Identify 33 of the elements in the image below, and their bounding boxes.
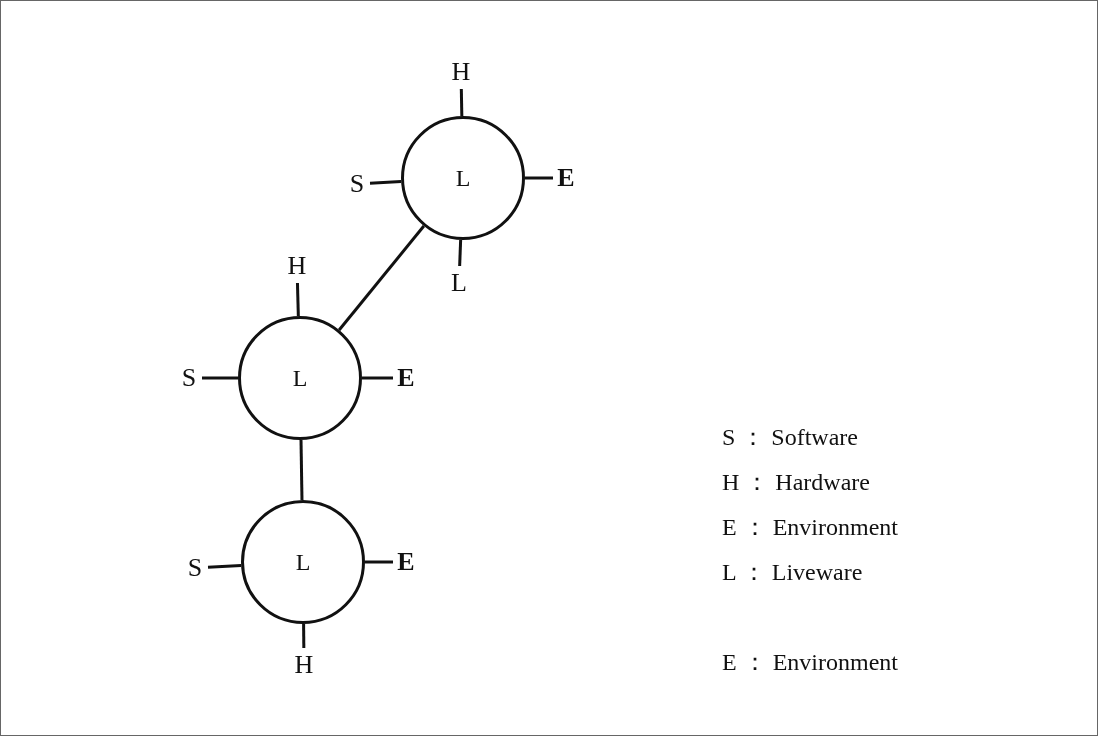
circle-label: L bbox=[295, 548, 311, 576]
interface-letter: S bbox=[344, 169, 370, 199]
interface-letter: L bbox=[446, 266, 472, 300]
tick-line bbox=[369, 180, 402, 185]
interface-letter: S bbox=[182, 553, 208, 583]
interface-letter: E bbox=[393, 363, 419, 393]
interface-letter: E bbox=[393, 547, 419, 577]
tick-line bbox=[295, 282, 300, 317]
tick-line bbox=[362, 376, 393, 380]
liveware-circle bbox=[401, 116, 525, 240]
interface-letter: E bbox=[553, 163, 579, 193]
legend-text: H ： Hardware bbox=[722, 470, 870, 494]
liveware-circle bbox=[241, 500, 365, 624]
legend-text: L ： Liveware bbox=[722, 560, 863, 584]
liveware-circle bbox=[238, 316, 362, 440]
tick-line bbox=[202, 376, 238, 380]
tick-line bbox=[458, 239, 463, 267]
legend-text: E ： Environment bbox=[722, 515, 898, 539]
interface-letter: H bbox=[291, 648, 317, 682]
tick-line bbox=[459, 88, 464, 117]
legend-text: S ： Software bbox=[722, 425, 858, 449]
tick-line bbox=[365, 560, 393, 564]
circle-label: L bbox=[292, 364, 308, 392]
legend-text: E ： Environment bbox=[722, 650, 898, 674]
interface-letter: S bbox=[176, 363, 202, 393]
interface-letter: H bbox=[448, 55, 474, 89]
tick-line bbox=[525, 176, 553, 180]
tick-line bbox=[207, 563, 242, 569]
tick-line bbox=[302, 624, 306, 648]
circle-label: L bbox=[455, 164, 471, 192]
interface-letter: H bbox=[284, 249, 310, 283]
connector-line bbox=[338, 225, 425, 331]
connector-line bbox=[299, 439, 304, 501]
